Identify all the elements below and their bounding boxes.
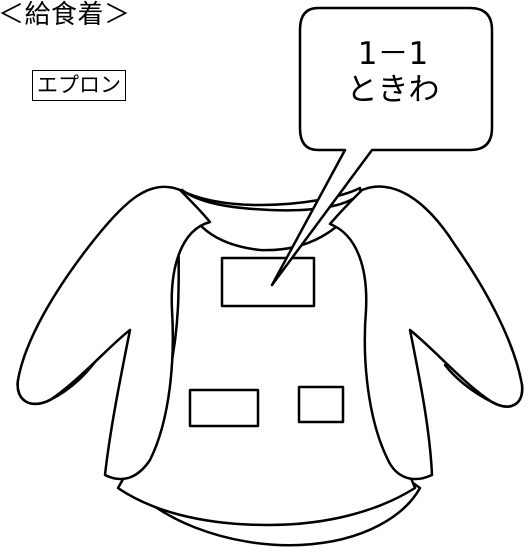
left-pocket bbox=[188, 388, 260, 428]
nametag-class: 1－1 bbox=[357, 36, 429, 72]
apron-label: エプロン bbox=[32, 70, 126, 101]
right-sleeve bbox=[328, 185, 524, 481]
right-cuff bbox=[443, 363, 524, 408]
left-cuff bbox=[16, 360, 97, 406]
left-sleeve bbox=[16, 185, 212, 481]
right-pocket bbox=[297, 385, 345, 424]
callout-bubble bbox=[270, 6, 494, 287]
page-title: ＜給食着＞ bbox=[0, 0, 131, 30]
nametag-name: ときわ bbox=[346, 72, 440, 108]
nametag-callout-text: 1－1 ときわ bbox=[300, 36, 486, 108]
nametag-patch bbox=[220, 256, 316, 308]
